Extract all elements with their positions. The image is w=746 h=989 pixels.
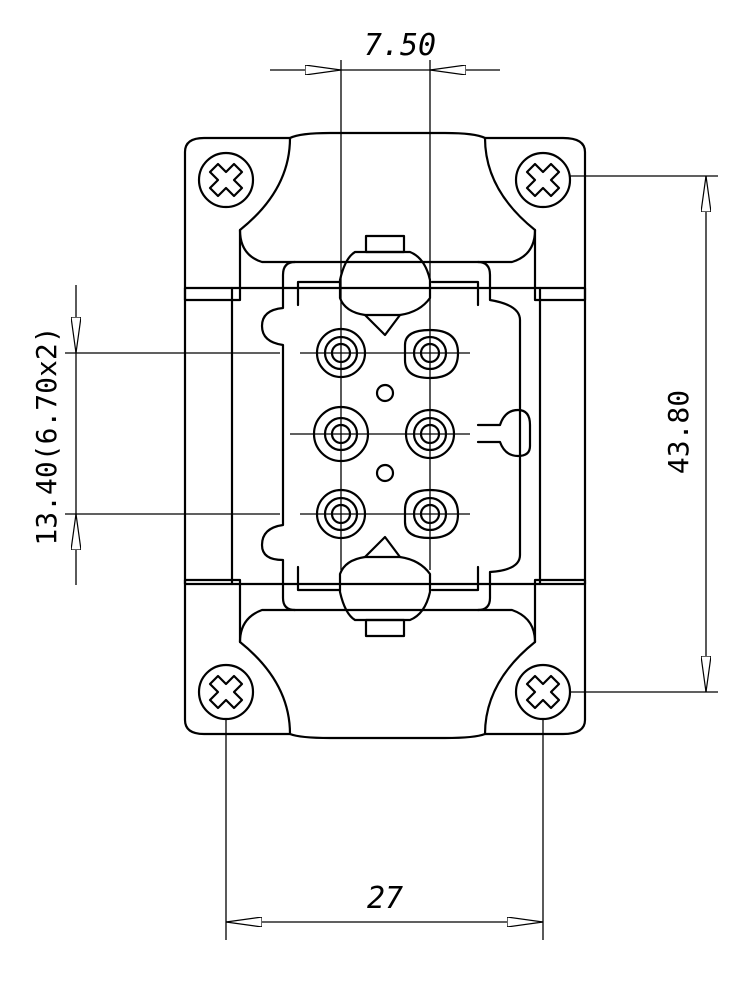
dim-label-27: 27 bbox=[367, 881, 403, 916]
dim-label-13-40: 13.40(6.70x2) bbox=[30, 326, 63, 545]
bottom-flange bbox=[183, 578, 292, 736]
screw-top-right-icon bbox=[514, 151, 572, 209]
connector-housing bbox=[183, 131, 587, 740]
coding-key bbox=[476, 408, 532, 458]
contact-insert bbox=[260, 260, 522, 612]
pin-2-icon bbox=[403, 328, 460, 380]
top-flange bbox=[183, 136, 292, 302]
center-lines bbox=[65, 60, 718, 940]
mounting-screws bbox=[197, 151, 572, 721]
screw-bottom-right-icon bbox=[514, 663, 572, 721]
dimension-pin-pitch-horizontal: 7.50 bbox=[270, 28, 500, 70]
dimension-pin-pitch-vertical: 13.40(6.70x2) bbox=[30, 285, 76, 585]
dim-label-7-50: 7.50 bbox=[364, 28, 436, 63]
dim-label-43-80: 43.80 bbox=[662, 390, 695, 474]
dimension-mount-horizontal: 27 bbox=[226, 881, 543, 922]
pe-hole-bottom bbox=[375, 463, 395, 483]
dimension-mount-vertical: 43.80 bbox=[662, 176, 706, 692]
body-block bbox=[183, 286, 587, 586]
pe-hole-top bbox=[375, 383, 395, 403]
screw-bottom-left-icon bbox=[197, 663, 255, 721]
screw-top-left-icon bbox=[197, 151, 255, 209]
